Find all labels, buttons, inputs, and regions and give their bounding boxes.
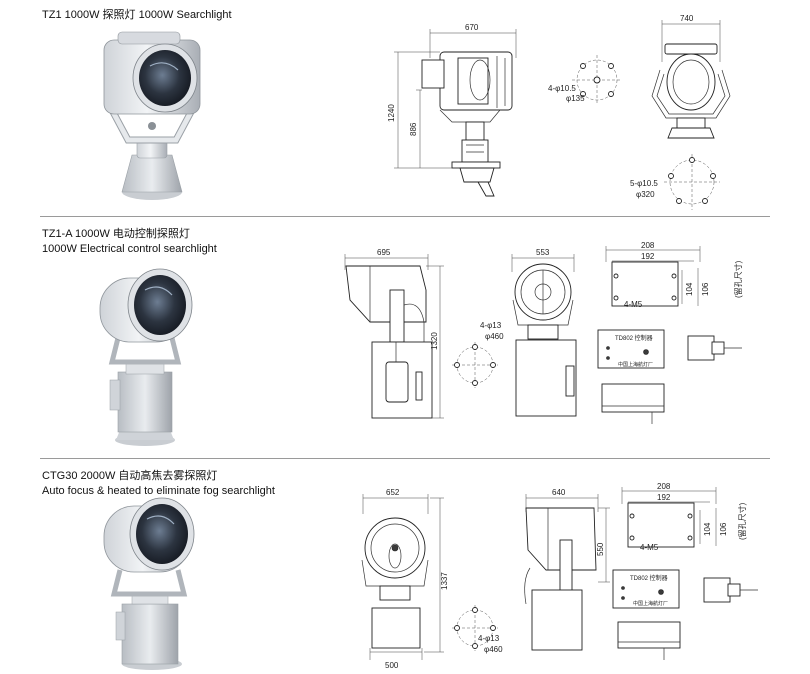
- section-divider-1: [40, 216, 770, 217]
- dim-553: 553: [536, 248, 550, 257]
- dim-106-3: 106: [719, 522, 728, 536]
- dim-1337: 1337: [440, 572, 449, 590]
- product-2-title-line2: 1000W Electrical control searchlight: [42, 243, 217, 255]
- label-4-holes-top: 4-φ10.5: [548, 84, 576, 93]
- product-3-panel-cutout: 208 192 (留孔尺寸) 104 106 (留孔尺寸) 4-M5: [621, 482, 747, 552]
- product-3-bolt-pattern: 4-φ13 φ460: [452, 605, 503, 654]
- product-1-side-drawing: 670 1240 886: [387, 23, 517, 197]
- label-5-holes: 5-φ10.5: [630, 179, 658, 188]
- control-box-label-2: TD802 控制器: [615, 334, 653, 342]
- label-135: φ135: [566, 94, 585, 103]
- dim-695: 695: [377, 248, 391, 257]
- product-3-control-box: TD802 控制器 中国上海航灯厂: [612, 569, 758, 660]
- product-2-panel-cutout: 208 192 (留孔尺寸) 104 106 (留孔尺寸) 4-M5: [605, 241, 743, 309]
- product-1-bolt-pattern-top: 4-φ10.5 φ135: [548, 55, 622, 105]
- product-2-photo: [99, 268, 193, 446]
- section-divider-2: [40, 458, 770, 459]
- dim-500: 500: [385, 661, 399, 670]
- product-2-side-drawing: 695 1320: [344, 248, 444, 419]
- product-3-title-line2: Auto focus & heated to eliminate fog sea…: [42, 485, 275, 497]
- dim-208-3: 208: [657, 482, 671, 491]
- dim-104-3: 104: [703, 522, 712, 536]
- dim-1320: 1320: [430, 332, 439, 350]
- dim-106-2: 106: [701, 282, 710, 296]
- dim-670: 670: [465, 23, 479, 32]
- dim-208-2: 208: [641, 241, 655, 250]
- dim-740: 740: [680, 14, 694, 23]
- control-box-maker-3: 中国上海航灯厂: [633, 600, 668, 607]
- dim-192-3: 192: [657, 493, 671, 502]
- product-2-front-drawing: 553: [511, 248, 577, 417]
- label-320: φ320: [636, 190, 655, 199]
- product-3-photo: [103, 497, 195, 670]
- dim-1240: 1240: [387, 104, 396, 122]
- product-1-front-drawing: 740: [651, 14, 731, 139]
- dim-640: 640: [552, 488, 566, 497]
- dim-550: 550: [596, 542, 605, 556]
- dim-652: 652: [386, 488, 400, 497]
- label-460-2: φ460: [485, 332, 504, 341]
- product-2-control-box: TD802 控制器 中国上海航灯厂: [597, 329, 742, 424]
- dim-886: 886: [409, 122, 418, 136]
- label-4-m5-2: 4-M5: [624, 300, 643, 309]
- product-2-bolt-pattern: 4-φ13 φ460: [452, 321, 504, 388]
- product-2-title-line1: TZ1-A 1000W 电动控制探照灯: [42, 228, 190, 240]
- panel-hole-note-2b: (留孔尺寸): [733, 260, 743, 298]
- product-1-photo: [103, 31, 201, 200]
- label-4-holes-3: 4-φ13: [478, 634, 500, 643]
- dim-192-2: 192: [641, 252, 655, 261]
- product-1-title: TZ1 1000W 探照灯 1000W Searchlight: [42, 9, 232, 21]
- product-3-side-drawing: 640 550: [524, 488, 610, 651]
- dim-104-2: 104: [685, 282, 694, 296]
- product-3-title-line1: CTG30 2000W 自动高焦去雾探照灯: [42, 470, 218, 482]
- product-3-front-drawing: 652 500 1337: [361, 488, 449, 670]
- panel-hole-note-3b: (留孔尺寸): [737, 502, 747, 540]
- label-4-holes-2: 4-φ13: [480, 321, 502, 330]
- control-box-maker-2: 中国上海航灯厂: [618, 361, 653, 368]
- product-1-bolt-pattern-base: 5-φ10.5 φ320: [630, 154, 720, 210]
- label-460-3: φ460: [484, 645, 503, 654]
- control-box-label-3: TD802 控制器: [630, 574, 668, 582]
- label-4-m5-3: 4-M5: [640, 543, 659, 552]
